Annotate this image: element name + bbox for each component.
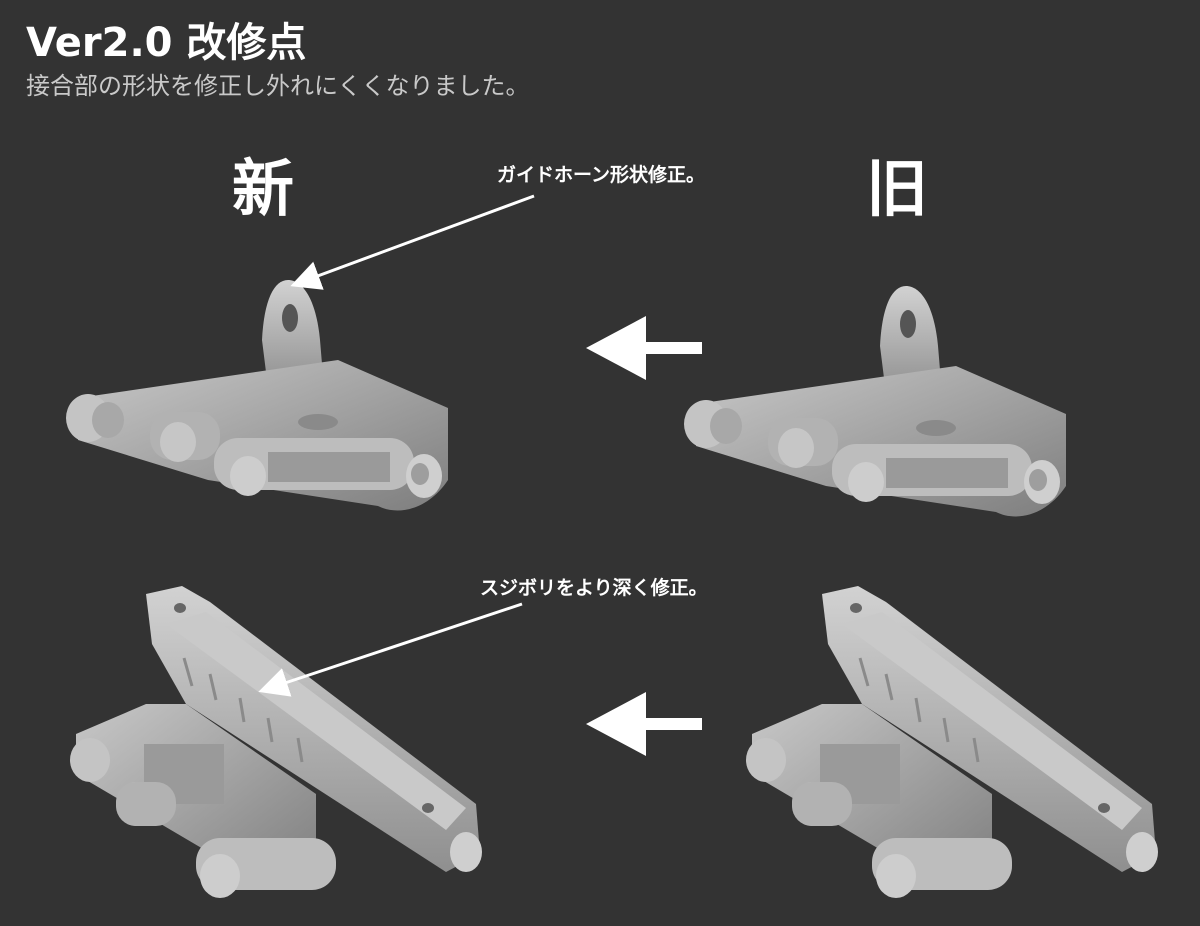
old-track-shoe-render <box>684 286 1066 517</box>
new-label: 新 <box>232 152 295 225</box>
horn-annotation: ガイドホーン形状修正。 <box>497 164 706 186</box>
horn-pointer-arrow <box>290 194 535 290</box>
left-arrow-icon <box>586 692 702 756</box>
old-label: 旧 <box>866 152 929 225</box>
old-track-plate-render <box>744 584 1160 900</box>
groove-pointer-arrow <box>258 602 523 697</box>
new-track-shoe-render <box>66 280 448 511</box>
page-title: Ver2.0 改修点 <box>26 20 307 66</box>
left-arrow-icon <box>586 316 702 380</box>
new-track-plate-render <box>68 584 484 900</box>
groove-annotation: スジボリをより深く修正。 <box>480 577 708 599</box>
page-subtitle: 接合部の形状を修正し外れにくくなりました。 <box>26 72 530 100</box>
